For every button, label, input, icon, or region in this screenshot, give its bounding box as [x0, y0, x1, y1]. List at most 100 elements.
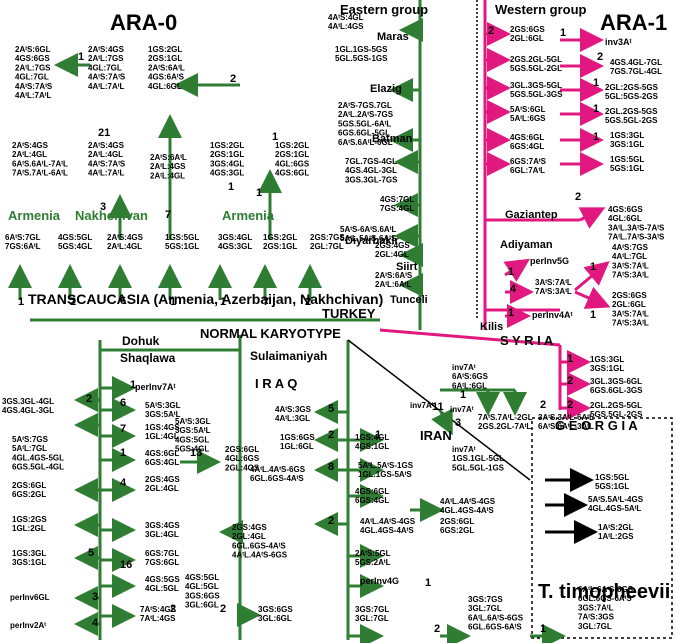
title-ara0: ARA-0: [110, 10, 177, 35]
count-1v: 1: [540, 623, 546, 635]
title-syria: S Y R I A: [500, 333, 554, 348]
label-iq-pr2a: perInv2Aᵗ: [10, 621, 46, 630]
count-7b: 7: [263, 296, 269, 308]
count-1q: 1: [460, 389, 466, 401]
count-2i: 2: [540, 399, 546, 411]
count-6a: 6: [120, 295, 126, 307]
title-western: Western group: [495, 2, 587, 17]
label-pr-4a: perInv4Aᵗ: [532, 310, 573, 320]
count-1f: 1: [220, 296, 226, 308]
count-1e: 1: [170, 296, 176, 308]
count-1s: 1: [120, 447, 126, 459]
count-2b: 2: [70, 296, 76, 308]
branch-arrows: [7, 18, 611, 643]
place-shaqlawa: Shaqlawa: [120, 351, 176, 365]
title-iran: IRAN: [420, 428, 452, 443]
title-ara1: ARA-1: [600, 10, 667, 35]
place-tunceli: Tunceli: [390, 294, 428, 306]
label-pr-5g: perInv5G: [530, 256, 569, 266]
count-1d: 1: [18, 296, 24, 308]
count-2l: 2: [220, 603, 226, 615]
count-3b: 3: [455, 417, 461, 429]
place-armenia-2: Armenia: [222, 208, 275, 223]
title-georgia: G E O R G I A: [555, 418, 638, 433]
arrow-gz: [578, 207, 606, 229]
count-7c: 7: [120, 423, 126, 435]
place-gaziantep: Gaziantep: [505, 209, 558, 221]
count-1b: 1: [228, 181, 234, 193]
label-iq-pr6gl: perInv6GL: [10, 593, 50, 602]
label-ir-inv7a2: inv7Aᵗ: [450, 405, 474, 414]
count-1j: 1: [593, 103, 599, 115]
syria-link: [379, 328, 561, 347]
count-2e: 2: [597, 51, 603, 63]
count-2g: 2: [567, 375, 573, 387]
count-2n: 2: [328, 515, 334, 527]
place-kilis: Kilis: [480, 321, 503, 333]
place-nakhchivan: Nakhchivan: [75, 208, 148, 223]
arrow-pr5g: [503, 258, 531, 282]
place-siirt: Siirt: [396, 261, 418, 273]
count-2f: 2: [575, 191, 581, 203]
label-sl-pr4g: perInv4G: [360, 576, 399, 586]
count-2k: 2: [170, 603, 176, 615]
count-5b: 5: [328, 403, 334, 415]
title-iraq: I R A Q: [255, 376, 297, 391]
place-maras-e: Maras: [377, 31, 409, 43]
count-1m: 1: [508, 307, 514, 319]
count-1h: 1: [560, 27, 566, 39]
place-elazig: Elazig: [370, 83, 402, 95]
count-1u: 1: [425, 577, 431, 589]
count-1l: 1: [508, 266, 514, 278]
place-sulaimaniyah: Sulaimaniyah: [250, 349, 327, 363]
label-iq-pr7a: perInv7Aᵗ: [135, 382, 176, 392]
place-batman: Batman: [372, 133, 413, 145]
title-normal: NORMAL KARYOTYPE: [200, 326, 341, 341]
count-2j: 2: [86, 393, 92, 405]
